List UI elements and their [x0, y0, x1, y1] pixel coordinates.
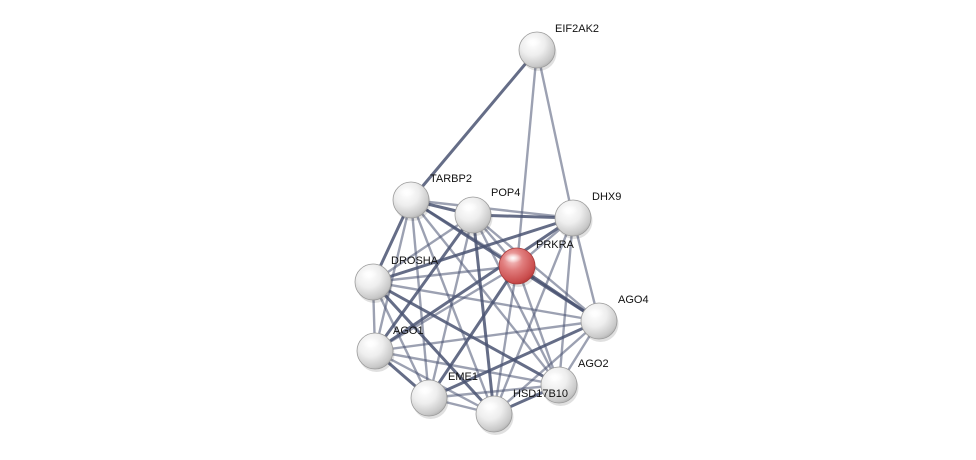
edge-pop4-drosha [371, 213, 475, 284]
focus-protein-sphere[interactable] [498, 247, 536, 285]
edge-dhx9-ago2 [557, 216, 575, 387]
node-label-prkra: PRKRA [536, 239, 575, 251]
node-label-drosha: DROSHA [391, 255, 439, 267]
edge-ago2-eme1 [427, 383, 561, 400]
sphere-highlight [416, 385, 434, 395]
node-pop4[interactable]: POP4 [454, 187, 520, 236]
sphere-highlight [481, 401, 499, 411]
node-dhx9[interactable]: DHX9 [554, 191, 621, 239]
edge-ago4-ago1 [373, 319, 601, 353]
node-label-eif2ak2: EIF2AK2 [555, 23, 599, 35]
edge-pop4-ago1 [373, 213, 475, 353]
edge-ago4-hsd17b10 [492, 319, 601, 416]
protein-sphere[interactable] [454, 196, 492, 234]
edge-prkra-eme1 [427, 264, 519, 400]
edge-drosha-eme1 [371, 280, 431, 400]
edge-prkra-hsd17b10 [492, 264, 519, 416]
node-label-eme1: EME1 [448, 371, 478, 383]
edge-tarbp2-ago2 [409, 198, 561, 387]
node-label-dhx9: DHX9 [592, 191, 621, 203]
node-hsd17b10[interactable]: HSD17B10 [475, 388, 568, 435]
sphere-highlight [398, 187, 416, 197]
protein-sphere[interactable] [475, 395, 513, 433]
node-label-ago4: AGO4 [618, 294, 649, 306]
node-drosha[interactable]: DROSHA [354, 255, 439, 303]
node-tarbp2[interactable]: TARBP2 [392, 173, 472, 221]
node-eme1[interactable]: EME1 [410, 371, 478, 419]
node-prkra[interactable]: PRKRA [498, 239, 575, 287]
edge-dhx9-drosha [371, 216, 575, 284]
protein-sphere[interactable] [356, 332, 394, 370]
node-label-hsd17b10: HSD17B10 [513, 388, 568, 400]
sphere-highlight [546, 372, 564, 382]
sphere-highlight [460, 202, 478, 212]
protein-sphere[interactable] [392, 181, 430, 219]
edge-tarbp2-eme1 [409, 198, 431, 400]
sphere-highlight [504, 253, 522, 263]
protein-sphere[interactable] [554, 199, 592, 237]
sphere-highlight [560, 205, 578, 215]
protein-sphere[interactable] [518, 31, 556, 69]
edge-pop4-ago2 [471, 213, 561, 387]
protein-sphere[interactable] [410, 379, 448, 417]
node-label-ago1: AGO1 [393, 325, 424, 337]
edge-tarbp2-hsd17b10 [409, 198, 496, 416]
protein-sphere[interactable] [580, 302, 618, 340]
edge-drosha-ago4 [371, 280, 601, 323]
edge-drosha-hsd17b10 [371, 280, 496, 416]
sphere-highlight [362, 338, 380, 348]
protein-sphere[interactable] [354, 263, 392, 301]
edge-eif2ak2-tarbp2 [409, 48, 539, 202]
edge-eif2ak2-dhx9 [535, 48, 575, 220]
node-ago1[interactable]: AGO1 [356, 325, 424, 372]
node-ago2[interactable]: AGO2 [540, 358, 609, 406]
edge-pop4-ago4 [471, 213, 601, 323]
edge-prkra-ago2 [515, 264, 561, 387]
edge-drosha-ago2 [371, 280, 561, 387]
edge-ago4-eme1 [427, 319, 601, 400]
sphere-highlight [524, 37, 542, 47]
node-eif2ak2[interactable]: EIF2AK2 [518, 23, 599, 71]
sphere-highlight [360, 269, 378, 279]
edge-dhx9-ago1 [373, 216, 575, 353]
edge-ago1-ago2 [373, 349, 561, 387]
node-ago4[interactable]: AGO4 [580, 294, 649, 342]
node-label-ago2: AGO2 [578, 358, 609, 370]
edge-tarbp2-dhx9 [409, 198, 575, 220]
node-label-tarbp2: TARBP2 [430, 173, 472, 185]
edge-prkra-drosha [371, 264, 519, 284]
sphere-highlight [586, 308, 604, 318]
node-label-pop4: POP4 [491, 187, 520, 199]
edge-eif2ak2-prkra [515, 48, 539, 268]
